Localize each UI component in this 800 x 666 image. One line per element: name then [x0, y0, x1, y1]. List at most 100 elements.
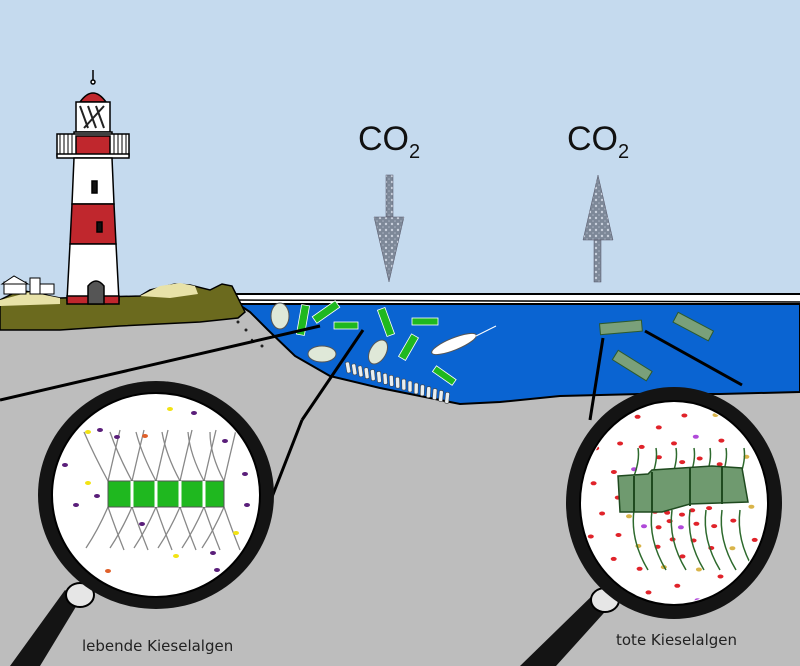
pointer-line — [588, 337, 605, 421]
particle — [139, 522, 145, 526]
co2-text: CO — [567, 120, 618, 158]
spine — [720, 509, 737, 571]
particle — [696, 456, 703, 461]
spine — [704, 509, 721, 571]
particle — [711, 524, 718, 529]
spine — [670, 509, 687, 571]
particle — [681, 413, 688, 418]
particle — [85, 430, 91, 434]
spine — [107, 506, 125, 551]
spine — [688, 509, 705, 571]
particle — [674, 583, 681, 588]
spine — [203, 506, 221, 551]
spine — [161, 431, 181, 482]
spine — [179, 429, 193, 482]
particle — [655, 455, 662, 460]
particle — [210, 551, 216, 555]
particle — [142, 434, 148, 438]
particle — [641, 524, 647, 529]
spine — [155, 506, 173, 551]
water-surface — [236, 294, 800, 304]
spine — [109, 431, 133, 482]
particle — [94, 494, 100, 498]
particle — [718, 438, 725, 443]
particle — [634, 414, 641, 419]
particle — [748, 504, 755, 509]
particle — [693, 521, 700, 526]
particle — [105, 569, 111, 573]
particle — [645, 590, 652, 595]
right-magnifier — [520, 387, 782, 666]
particle — [114, 435, 120, 439]
spine — [633, 447, 640, 477]
particle — [689, 508, 696, 513]
particle — [706, 506, 713, 511]
particle — [222, 439, 228, 443]
particle — [655, 525, 662, 530]
spine — [107, 429, 121, 482]
chain-cell — [388, 374, 394, 387]
pointer-line — [644, 329, 743, 387]
spine — [85, 506, 109, 549]
particle — [617, 441, 624, 446]
chain-cell — [413, 382, 419, 395]
particle — [679, 554, 686, 559]
particle — [85, 481, 91, 485]
arrow-down-icon — [373, 174, 405, 283]
diatom-chain — [345, 361, 450, 404]
particle — [751, 537, 758, 542]
particle — [692, 434, 699, 439]
chain-cell — [370, 369, 376, 381]
particle — [590, 481, 597, 486]
particle — [97, 428, 103, 432]
particle — [587, 534, 594, 539]
chain-cell — [357, 365, 364, 378]
chain-cell — [426, 386, 432, 399]
particle — [671, 441, 677, 446]
particle — [716, 462, 723, 467]
particle — [729, 546, 736, 551]
chain-cell — [432, 388, 438, 400]
co2-subscript: 2 — [618, 141, 630, 163]
spine — [157, 506, 181, 549]
co2-text: CO — [358, 120, 409, 158]
particle — [730, 518, 737, 523]
particle — [695, 567, 702, 572]
co2-label-down: CO2 — [358, 120, 420, 164]
living-diatoms-water — [270, 300, 497, 386]
pointer-line — [300, 329, 365, 421]
spine — [131, 506, 149, 551]
particle — [655, 425, 662, 430]
chain-cell — [395, 376, 401, 389]
spine — [155, 429, 169, 482]
particle — [173, 554, 179, 558]
particle — [191, 411, 197, 415]
spine — [83, 431, 109, 482]
living-diatoms-caption: lebende Kieselalgen — [82, 637, 234, 655]
living-diatom-closeup — [62, 407, 250, 573]
chain-cell — [345, 361, 352, 374]
spine — [179, 506, 197, 551]
chain-cell — [438, 390, 444, 402]
spine — [632, 509, 649, 571]
particle — [62, 463, 68, 467]
particle — [717, 574, 724, 579]
particle — [214, 568, 220, 572]
particle — [679, 460, 686, 465]
spine — [203, 429, 217, 482]
particle — [242, 472, 248, 476]
dead-diatoms-caption: tote Kieselalgen — [616, 631, 737, 649]
lighthouse — [56, 70, 130, 305]
particle — [610, 470, 617, 474]
co2-subscript: 2 — [409, 141, 421, 163]
dead-diatoms-water — [599, 311, 715, 382]
particle — [615, 533, 622, 537]
pointer-line — [0, 324, 321, 402]
spine — [650, 509, 667, 571]
spine — [201, 506, 225, 549]
chain-cell — [382, 373, 388, 385]
chain-cell — [376, 371, 382, 383]
spine — [181, 506, 205, 549]
